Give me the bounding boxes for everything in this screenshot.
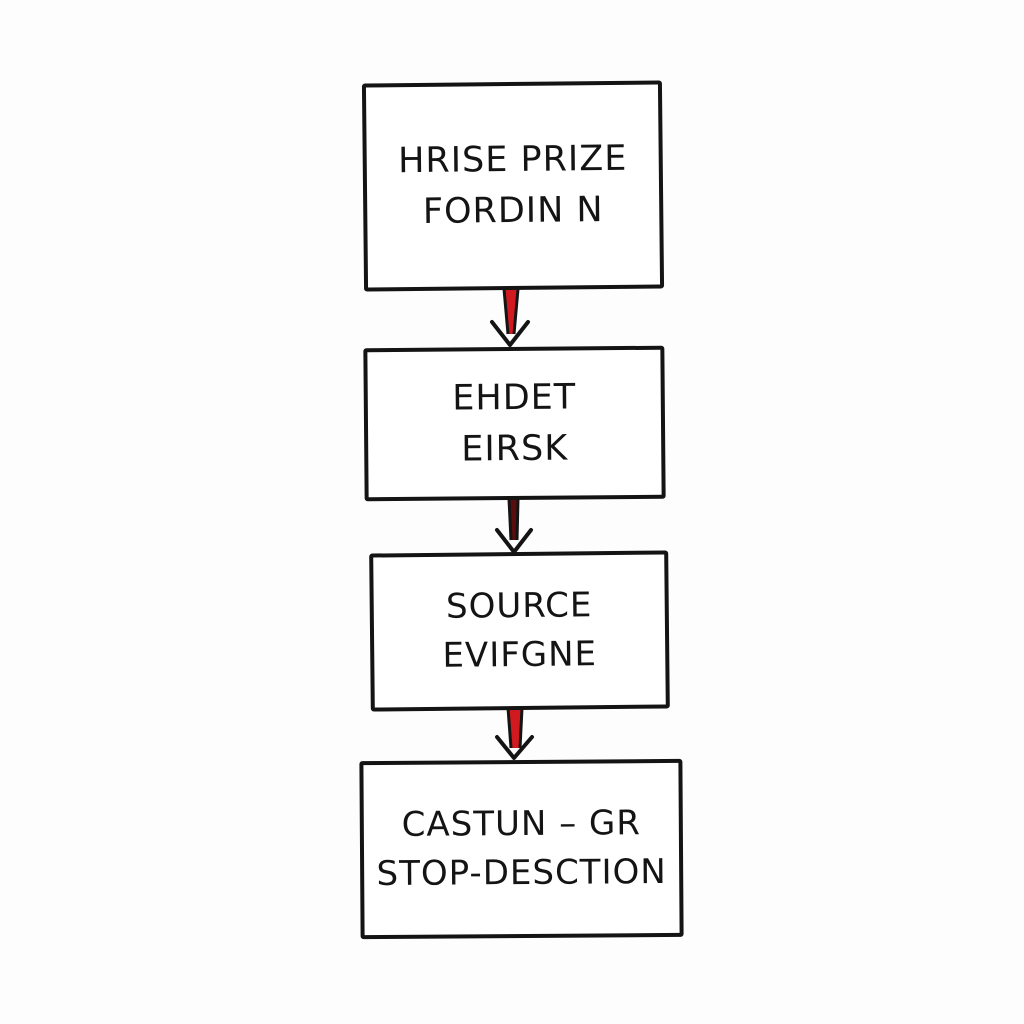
step-3-line-2: EVIFGNE (442, 634, 598, 676)
step-4-line-1: CASTUN – GR (401, 802, 642, 845)
flow-step-4: CASTUN – GR STOP-DESCTION (359, 758, 684, 940)
flow-step-2: EHDET EIRSK (363, 345, 666, 502)
step-2-line-1: EHDET (452, 377, 577, 419)
step-3-line-1: SOURCE (445, 584, 593, 627)
step-1-line-1: HRISE PRIZE (397, 139, 628, 182)
step-1-line-2: FORDIN N (422, 190, 604, 232)
step-2-line-2: EIRSK (461, 428, 569, 469)
flow-step-3: SOURCE EVIFGNE (369, 550, 670, 712)
flow-step-1: HRISE PRIZE FORDIN N (361, 80, 665, 292)
arrow-1-to-2 (490, 288, 530, 347)
arrow-3-to-4 (495, 707, 534, 760)
arrow-2-to-3 (495, 498, 533, 554)
step-4-line-2: STOP-DESCTION (376, 851, 667, 895)
